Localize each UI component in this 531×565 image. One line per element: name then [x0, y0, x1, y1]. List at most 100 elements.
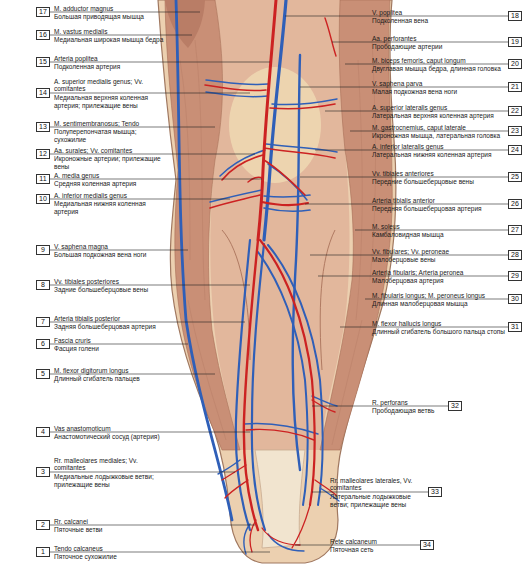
leader-line	[50, 179, 262, 180]
leader-line	[50, 250, 188, 251]
latin-term: Arteria tibialis posterior	[54, 314, 166, 322]
callout-box: 27	[508, 225, 522, 235]
latin-term: M. soleus	[372, 222, 505, 230]
latin-term: Rete calcaneum	[330, 537, 418, 545]
callout-number: 16	[39, 31, 47, 38]
leader-line	[50, 154, 255, 155]
callout-number: 15	[39, 58, 47, 65]
callout-number: 14	[39, 89, 47, 96]
callout-box: 14	[36, 88, 50, 98]
leader-line	[305, 204, 508, 205]
latin-term: V. saphena parva	[372, 79, 505, 87]
russian-term: Передние большеберцовые вены	[372, 178, 505, 186]
leader-line	[50, 285, 250, 286]
leader-line	[50, 322, 245, 323]
callout-box: 13	[36, 122, 50, 132]
callout-number: 28	[511, 251, 519, 258]
russian-term: Передняя большеберцовая артерия	[372, 205, 505, 213]
callout-number: 1	[41, 548, 45, 555]
callout-number: 3	[41, 468, 45, 475]
callout-number: 25	[511, 173, 519, 180]
russian-term: Малоберцовая артерия	[372, 277, 505, 285]
callout-box: 9	[36, 245, 50, 255]
latin-term: M. adductor magnus	[54, 4, 166, 12]
russian-term: Пяточная сеть	[330, 546, 418, 554]
callout-number: 7	[41, 318, 45, 325]
russian-term: Пяточные ветви	[54, 526, 166, 534]
leader-line	[50, 93, 250, 94]
leader-line	[355, 230, 508, 231]
leader-line	[325, 111, 508, 112]
russian-term: Длинная малоберцовая мышца	[372, 300, 505, 308]
leader-line	[295, 545, 420, 546]
callout-box: 28	[508, 250, 522, 260]
leader-line	[365, 299, 508, 300]
callout-number: 27	[511, 226, 519, 233]
latin-term: M. vastus medialis	[54, 27, 166, 35]
callout-box: 11	[36, 174, 50, 184]
callout-number: 24	[511, 146, 519, 153]
russian-term: Двуглавая мышца бедра, длинная головка	[372, 65, 505, 73]
deep-muscle	[210, 0, 349, 450]
latin-term: A. superior lateralis genus	[372, 103, 505, 111]
russian-term: Малоберцовые вены	[372, 256, 505, 264]
leader-line	[50, 472, 235, 473]
russian-term: Малая подкожная вена ноги	[372, 88, 505, 96]
soleus-edge	[222, 230, 335, 370]
callout-number: 2	[41, 521, 45, 528]
callout-number: 32	[451, 402, 459, 409]
russian-term: Большая подкожная вена ноги	[54, 251, 166, 259]
callout-box: 29	[508, 271, 522, 281]
callout-number: 23	[511, 127, 519, 134]
callout-box: 8	[36, 280, 50, 290]
russian-term: Икроножная мышца, латеральная головка	[372, 132, 505, 140]
latin-term: Rr. malleolares mediales; Vv. comitantes	[54, 457, 166, 472]
leader-line	[312, 406, 448, 407]
leader-line	[50, 374, 215, 375]
leader-line	[50, 35, 192, 36]
russian-term: Икроножные артерии; прилежащие вены	[54, 155, 166, 170]
russian-term: Большая приводящая мышца	[54, 13, 166, 21]
callout-box: 34	[420, 540, 434, 550]
latin-term: A. inferior lateralis genus	[372, 142, 505, 150]
callout-number: 9	[41, 246, 45, 253]
callout-box: 32	[448, 401, 462, 411]
callout-number: 4	[41, 428, 45, 435]
medial-muscle	[165, 0, 240, 450]
leader-line	[310, 255, 508, 256]
callout-number: 8	[41, 281, 45, 288]
russian-term: Прободающие артерии	[372, 43, 505, 51]
callout-box: 26	[508, 199, 522, 209]
callout-number: 34	[423, 541, 431, 548]
callout-number: 19	[511, 38, 519, 45]
latin-term: Rr. calcanei	[54, 517, 166, 525]
callout-number: 13	[39, 123, 47, 130]
callout-number: 20	[511, 60, 519, 67]
callout-box: 22	[508, 106, 522, 116]
latin-term: A. superior medialis genus; Vv. comitant…	[54, 78, 166, 93]
latin-term: M. sentimembranosus; Tendo	[54, 119, 166, 127]
latin-term: A. media genus	[54, 171, 166, 179]
latin-term: Tendo calcaneus	[54, 544, 166, 552]
leader-line	[285, 16, 508, 17]
latin-term: M. fibularis longus; M. peroneus longus	[372, 291, 505, 299]
callout-box: 17	[36, 7, 50, 17]
russian-term: Прободающая ветвь	[372, 407, 446, 415]
callout-box: 16	[36, 30, 50, 40]
callout-box: 31	[508, 322, 522, 332]
russian-term: Длинный сгибатель пальцев	[54, 375, 166, 383]
callout-number: 5	[41, 370, 45, 377]
latin-term: M. flexor digitorum longus	[54, 366, 166, 374]
callout-number: 10	[39, 195, 47, 202]
russian-term: Задняя большеберцовая артерия	[54, 323, 166, 331]
artery-network	[205, 0, 336, 552]
leader-lines	[50, 12, 508, 552]
calcaneal-tendon	[255, 450, 305, 548]
russian-term: Камбаловидная мышца	[372, 231, 505, 239]
latin-term: Aa. perforantes	[372, 34, 505, 42]
latin-term: Arteria fibularis; Arteria peronea	[372, 268, 505, 276]
leader-line	[50, 344, 188, 345]
callout-number: 30	[511, 295, 519, 302]
russian-term: Медиальная нижняя коленная артерия	[54, 200, 166, 215]
callout-number: 11	[39, 175, 46, 182]
